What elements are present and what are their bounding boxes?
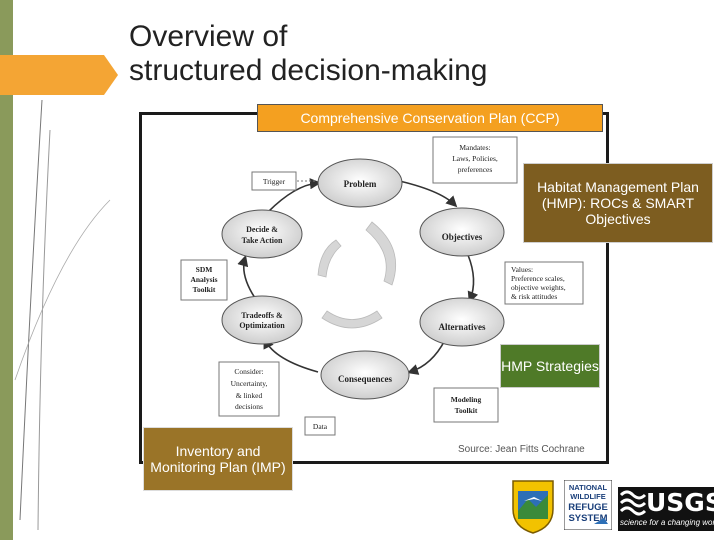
cycle-arrows <box>237 178 479 375</box>
box-values-label-2: Preference scales, <box>511 274 565 283</box>
node-alternatives: Alternatives <box>419 297 505 347</box>
hmp-strategies-callout: HMP Strategies <box>500 344 600 388</box>
box-consider: Consider: Uncertainty, & linked decision… <box>218 361 280 417</box>
nwrs-word-3: REFUGE <box>568 502 608 513</box>
node-decide-label-1: Decide & <box>246 225 278 234</box>
nwrs-word-1: NATIONAL <box>569 483 608 492</box>
node-problem: Problem <box>317 158 403 208</box>
hmp-callout: Habitat Management Plan (HMP): ROCs & SM… <box>523 163 713 243</box>
box-mandates-label-1: Mandates: <box>459 143 490 152</box>
diagram-source-credit: Source: Jean Fitts Cochrane <box>458 444 585 455</box>
box-sdm-label-3: Toolkit <box>193 285 216 294</box>
node-tradeoffs: Tradeoffs & Optimization <box>221 295 303 345</box>
usgs-logo: USGS science for a changing world <box>618 487 720 531</box>
box-modeling-toolkit: Modeling Toolkit <box>433 387 499 423</box>
box-consider-label-2: Uncertainty, <box>231 379 268 388</box>
node-alternatives-label: Alternatives <box>439 322 486 332</box>
title-line-2: structured decision-making <box>129 54 488 87</box>
box-trigger: Trigger <box>251 171 316 191</box>
title-line-1: Overview of <box>129 20 288 53</box>
node-tradeoffs-label-2: Optimization <box>239 321 285 330</box>
decorative-lines <box>14 99 111 531</box>
node-objectives-label: Objectives <box>442 232 483 242</box>
box-trigger-label: Trigger <box>263 177 286 186</box>
node-consequences-label: Consequences <box>338 374 393 384</box>
box-values-label-1: Values: <box>511 265 533 274</box>
box-sdm-label-1: SDM <box>196 265 213 274</box>
node-decide: Decide & Take Action <box>221 209 303 259</box>
box-data: Data <box>304 416 336 436</box>
left-accent-bar <box>0 0 13 540</box>
box-values: Values: Preference scales, objective wei… <box>504 261 584 305</box>
inner-feedback-arrows <box>317 221 396 329</box>
box-data-label: Data <box>313 422 328 431</box>
usgs-tagline: science for a changing world <box>620 518 720 527</box>
box-mandates-label-3: preferences <box>458 165 493 174</box>
fws-shield-logo <box>512 480 554 534</box>
box-mandates-label-2: Laws, Policies, <box>452 154 498 163</box>
usgs-wave-icon <box>619 490 647 516</box>
node-decide-label-2: Take Action <box>242 236 283 245</box>
nwrs-logo: NATIONAL WILDLIFE REFUGE SYSTEM <box>564 480 612 530</box>
box-values-label-3: objective weights, <box>511 283 566 292</box>
nwrs-word-4: SYSTEM <box>568 513 607 524</box>
box-consider-label-1: Consider: <box>234 367 263 376</box>
box-sdm-toolkit: SDM Analysis Toolkit <box>180 259 228 301</box>
title-arrow-tab <box>0 55 118 95</box>
usgs-wordmark: USGS <box>646 488 720 517</box>
box-consider-label-3: & linked <box>236 391 263 400</box>
nwrs-word-2: WILDLIFE <box>570 492 605 501</box>
box-sdm-label-2: Analysis <box>190 275 217 284</box>
ccp-callout: Comprehensive Conservation Plan (CCP) <box>257 104 603 132</box>
box-consider-label-4: decisions <box>235 402 263 411</box>
node-tradeoffs-label-1: Tradeoffs & <box>241 311 283 320</box>
box-modeling-label-2: Toolkit <box>455 406 478 415</box>
node-consequences: Consequences <box>320 350 410 400</box>
slide-title: Overview of structured decision-making <box>129 20 488 88</box>
node-objectives: Objectives <box>419 207 505 257</box>
box-values-label-4: & risk attitudes <box>511 292 557 301</box>
box-modeling-label-1: Modeling <box>451 395 482 404</box>
node-problem-label: Problem <box>344 179 377 189</box>
box-mandates: Mandates: Laws, Policies, preferences <box>432 136 518 184</box>
imp-callout: Inventory and Monitoring Plan (IMP) <box>143 427 293 491</box>
